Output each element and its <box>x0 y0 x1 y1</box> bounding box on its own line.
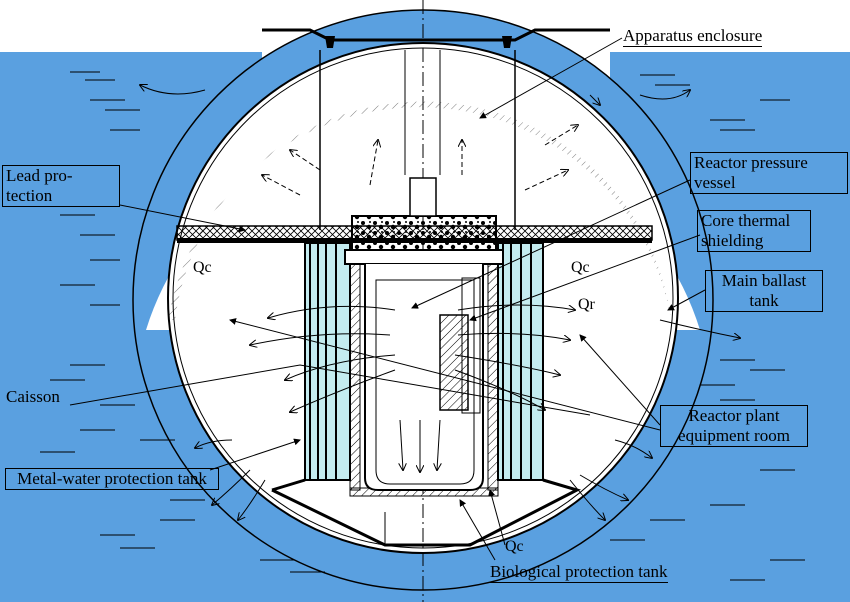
label-qc-bottom: Qc <box>505 538 524 555</box>
leader-lines <box>69 37 706 561</box>
label-reactor-pressure-vessel: Reactor pressure vessel <box>690 152 848 194</box>
air-flow-arrows <box>262 125 578 196</box>
top-casing <box>262 28 610 42</box>
top-fitting-left <box>325 36 335 48</box>
label-biological-protection-tank: Biological protection tank <box>490 562 668 583</box>
water-wave-marks <box>40 71 805 581</box>
core-thermal-shielding-block <box>439 314 469 411</box>
core-side-channel <box>461 277 481 414</box>
label-main-ballast-tank: Main ballast tank <box>705 270 823 312</box>
label-qc-left: Qc <box>193 259 212 276</box>
tank-partitions <box>309 243 532 480</box>
label-lead-protection: Lead pro- tection <box>2 165 120 207</box>
heat-flux-arrows <box>140 85 740 520</box>
caisson-wall-left <box>349 254 361 491</box>
label-apparatus-enclosure: Apparatus enclosure <box>623 26 763 47</box>
reactor-flow-arrows <box>250 304 575 472</box>
label-reactor-plant-equipment-room: Reactor plant equipment room <box>660 405 808 447</box>
top-fitting-right <box>502 36 512 48</box>
biological-protection-tank <box>271 478 582 547</box>
label-caisson: Caisson <box>6 387 60 406</box>
reactor-head <box>351 215 497 255</box>
reactor-head-nozzle <box>409 177 437 217</box>
reactor-head-flange <box>344 249 504 265</box>
label-qc-right: Qc <box>571 259 590 276</box>
label-metal-water-protection-tank: Metal-water protection tank <box>5 468 219 490</box>
caisson-wall-right <box>487 254 499 491</box>
label-qr: Qr <box>578 296 595 313</box>
metal-water-tank-left <box>304 242 351 481</box>
label-core-thermal-shielding: Core thermal shielding <box>697 210 811 252</box>
